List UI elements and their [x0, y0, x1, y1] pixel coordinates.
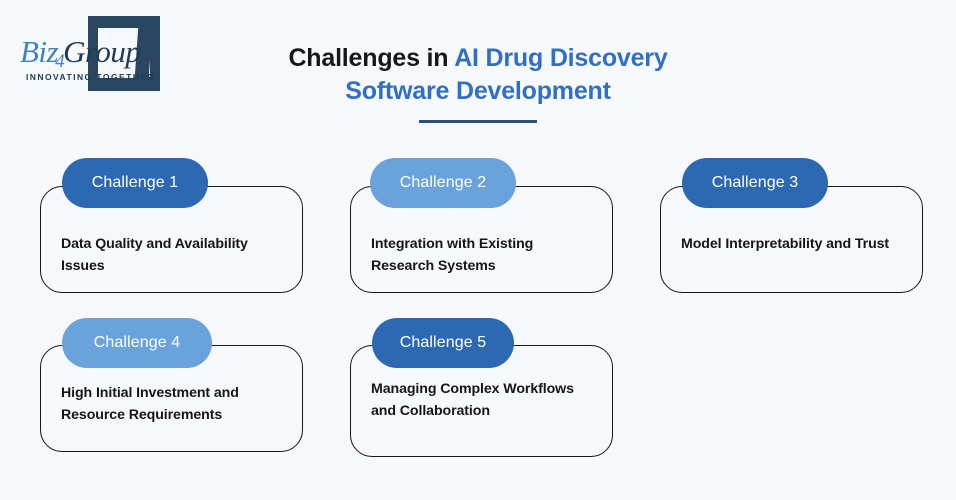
page-title-highlight-1: AI Drug Discovery — [454, 44, 668, 72]
logo-word-four: 4 — [55, 51, 65, 72]
page-title-highlight-2: Software Development — [345, 77, 611, 105]
challenge-card-badge[interactable]: Challenge 1 — [62, 158, 208, 208]
page-title: Challenges in AI Drug Discovery Software… — [248, 42, 708, 123]
challenge-card-badge[interactable]: Challenge 5 — [372, 318, 514, 368]
challenge-card-body: High Initial Investment and Resource Req… — [61, 385, 239, 423]
page-title-prefix: Challenges in — [288, 44, 455, 72]
logo-wordmark: Biz4Group — [20, 34, 141, 77]
challenge-card-body: Model Interpretability and Trust — [681, 236, 890, 252]
logo-word-group: Group — [63, 34, 141, 69]
challenge-card-badge[interactable]: Challenge 3 — [682, 158, 828, 208]
page-title-line-2: Software Development — [248, 75, 708, 108]
challenge-card-body: Data Quality and Availability Issues — [61, 236, 248, 274]
challenge-card[interactable]: Integration with Existing Research Syste… — [350, 186, 613, 293]
challenge-card-body: Managing Complex Workflows and Collabora… — [371, 381, 574, 419]
title-divider — [419, 120, 537, 123]
logo-tagline: INNOVATING TOGETHER — [26, 72, 156, 82]
challenge-card-body: Integration with Existing Research Syste… — [371, 236, 534, 274]
page-title-line-1: Challenges in AI Drug Discovery — [248, 42, 708, 75]
logo-word-biz: Biz — [20, 34, 59, 69]
challenge-card-badge[interactable]: Challenge 2 — [370, 158, 516, 208]
challenge-card-badge[interactable]: Challenge 4 — [62, 318, 212, 368]
brand-logo[interactable]: Biz4Group INNOVATING TOGETHER — [20, 16, 175, 94]
